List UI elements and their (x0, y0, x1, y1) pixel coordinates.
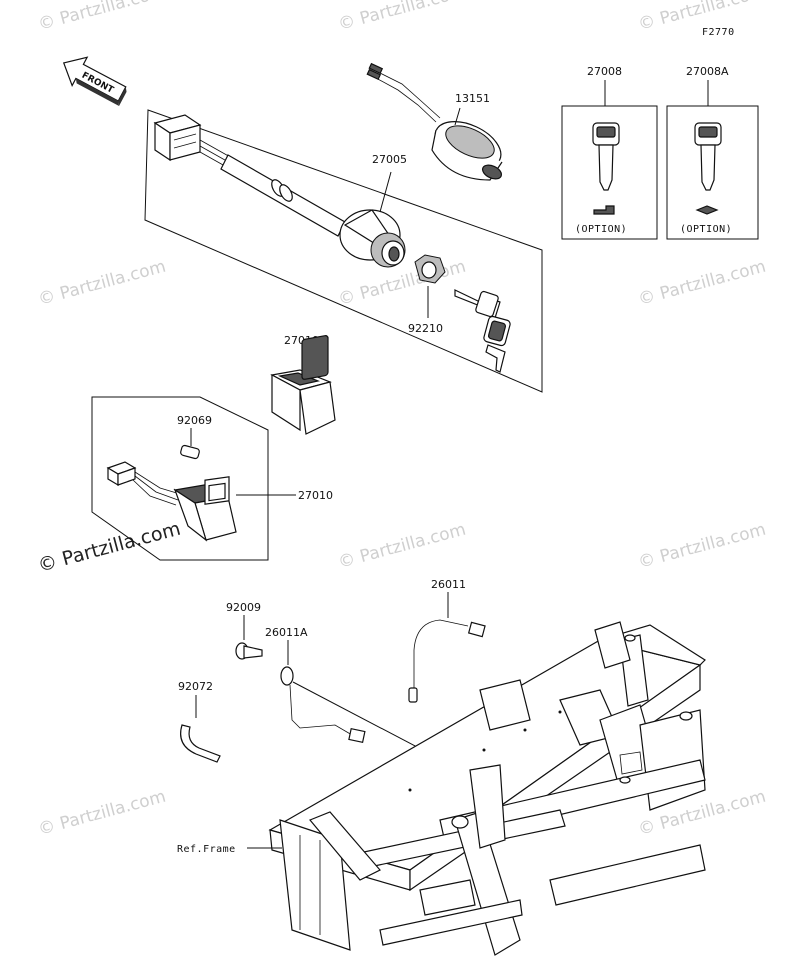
callout-26011: 26011 (431, 578, 466, 591)
callout-92069: 92069 (177, 414, 212, 427)
option-label: (OPTION) (575, 224, 627, 235)
option-key-27008: 27008 (OPTION) (561, 65, 658, 240)
watermark: © Partzilla.com (336, 520, 468, 573)
vehicle-frame: Ref.Frame (177, 621, 706, 956)
callout-92210: 92210 (408, 322, 443, 335)
part-13151: 13151 (366, 62, 503, 181)
nut-92210 (414, 254, 446, 284)
watermark: © Partzilla.com (36, 257, 168, 310)
switch-assembly-27010: 92069 27010 (91, 396, 333, 561)
callout-27008: 27008 (587, 65, 622, 78)
watermark: © Partzilla.com (636, 520, 768, 573)
callout-92009: 92009 (226, 601, 261, 614)
ignition-switch-body (339, 209, 406, 268)
front-arrow: FRONT (62, 56, 127, 106)
callout-27008A: 27008A (686, 65, 729, 78)
option-box-27008A (666, 105, 759, 240)
figure-id: F2770 (702, 27, 735, 38)
watermark: © Partzilla.com (36, 787, 168, 840)
part-92009: 92009 (226, 601, 263, 660)
option-box-27008 (561, 105, 658, 240)
watermark-strong: © Partzilla.com (36, 518, 183, 577)
watermark: © Partzilla.com (36, 0, 168, 35)
part-26011: 26011 (408, 578, 486, 703)
part-92072: 92072 (178, 680, 221, 763)
callout-92072: 92072 (178, 680, 213, 693)
ignition-keys (454, 289, 511, 373)
ignition-connector (153, 114, 233, 171)
watermark: © Partzilla.com (336, 257, 468, 310)
callout-27010: 27010 (298, 489, 333, 502)
leader-27005 (379, 171, 392, 213)
callout-26011A: 26011A (265, 626, 308, 639)
option-key-27008A: 27008A (OPTION) (666, 65, 759, 240)
assembly-outline-27010 (91, 396, 269, 561)
ignition-switch-group: 27005 92210 (144, 109, 543, 393)
part-26011A: 26011A (265, 626, 481, 781)
part-27010A: 27010A (270, 334, 336, 435)
option-label: (OPTION) (680, 224, 732, 235)
watermark: © Partzilla.com (636, 257, 768, 310)
callout-27005: 27005 (372, 153, 407, 166)
ref-frame-label: Ref.Frame (177, 844, 236, 855)
watermark: © Partzilla.com (336, 0, 468, 35)
callout-13151: 13151 (455, 92, 490, 105)
assembly-outline (144, 109, 543, 393)
